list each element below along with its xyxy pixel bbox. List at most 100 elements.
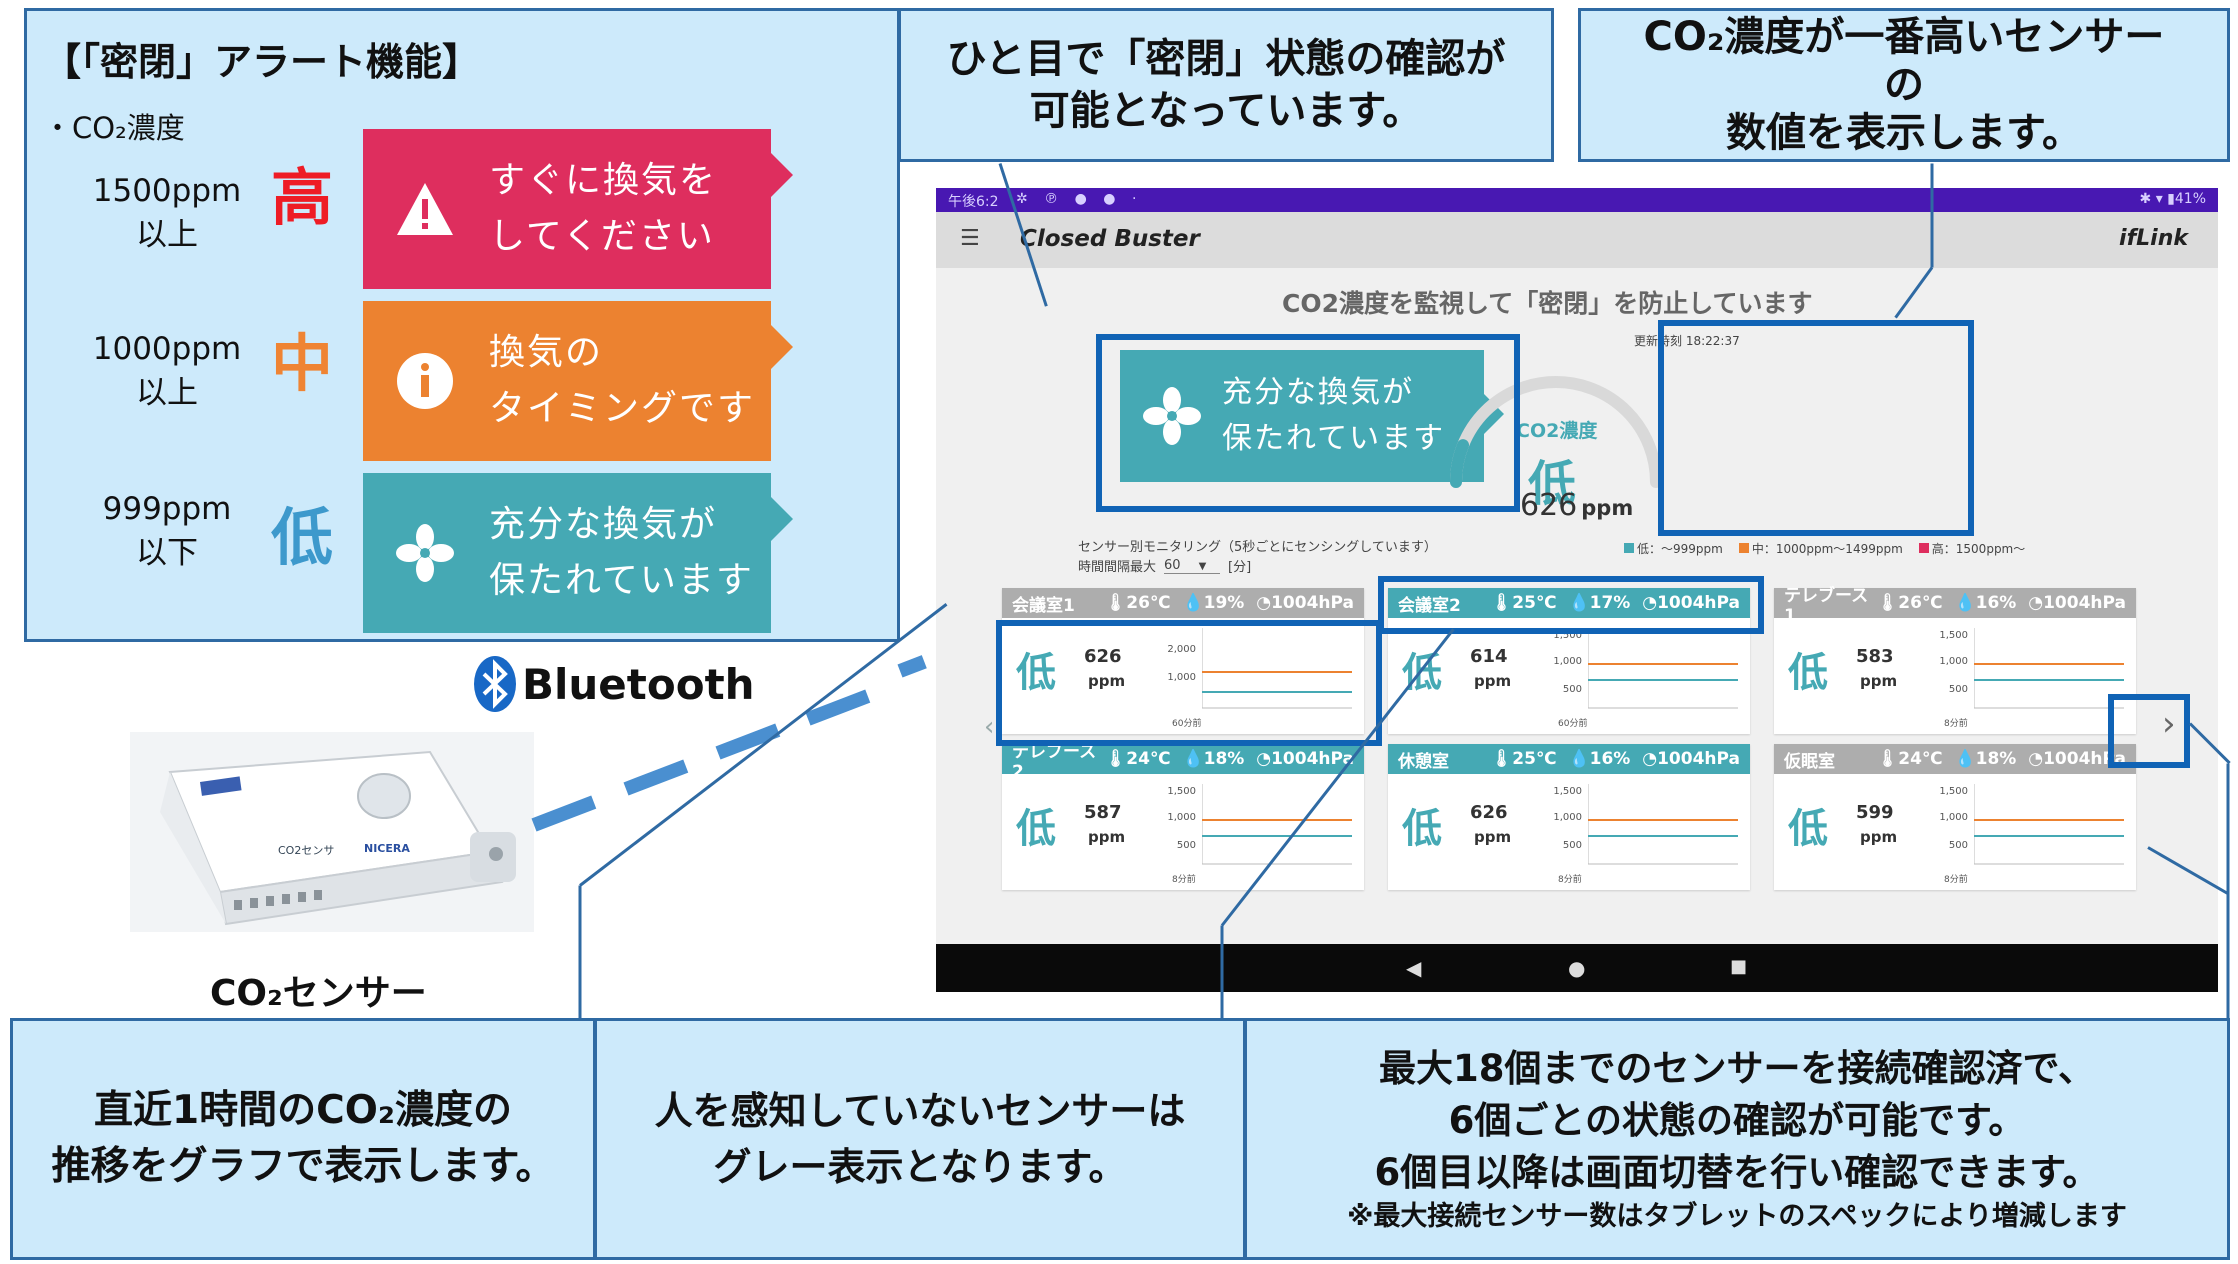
banner-line2: 保たれています	[1222, 421, 1446, 456]
callout-line: 6個目以降は画面切替を行い確認できます。	[1374, 1151, 2100, 1194]
legend-item-high: 高：1500ppm～	[1918, 540, 2026, 557]
droplet-icon: 💧	[1954, 593, 1976, 613]
pressure-gauge-icon: ◔	[2028, 593, 2044, 613]
sensor-name: 会議室2	[1398, 595, 1461, 616]
sensor-name: テレブース2	[1012, 741, 1097, 782]
legend-item-label: 中：1000ppm～1499ppm	[1751, 542, 1903, 556]
banner-line1: すぐに換気を	[489, 160, 718, 201]
connection-dash	[623, 759, 689, 796]
app-title: Closed Buster	[1020, 226, 1200, 252]
menu-icon[interactable]: ☰	[960, 226, 980, 251]
callout-line: ひと目で「密閉」状態の確認が	[946, 36, 1506, 82]
headline: CO2濃度を監視して「密閉」を防止しています	[1282, 289, 1813, 318]
chevron-down-icon: ▼	[1198, 560, 1207, 572]
alert-banner-mid: 換気のタイミングです	[363, 301, 793, 461]
alert-legend-panel: 【「密閉」アラート機能】 ・CO₂濃度 1500ppm 以上 高 すぐに換気をし…	[24, 8, 900, 642]
tick-label: 1,000	[1939, 812, 1968, 823]
sensor-value: 599	[1856, 802, 1894, 823]
banner-line1: 充分な換気が	[1222, 375, 1414, 410]
sensor-trend-graph	[1588, 628, 1738, 709]
callout-line: の	[1884, 62, 1924, 108]
sensor-card-header: 仮眠室 🌡24℃ 💧18% ◔1004hPa	[1774, 744, 2136, 774]
time-range-label: 60分前	[1172, 719, 1202, 729]
interval-unit: [分]	[1228, 560, 1252, 575]
legend-item-mid: 中：1000ppm～1499ppm	[1738, 540, 1903, 557]
bluetooth-badge: Bluetooth	[474, 656, 755, 712]
tick-label: 500	[1562, 684, 1582, 695]
tick-label: 2,000	[1167, 644, 1196, 655]
app-brand: ifLink	[2119, 226, 2188, 251]
nav-home-button[interactable]: ●	[1568, 956, 1586, 980]
sensor-card-header: 休憩室 🌡25℃ 💧16% ◔1004hPa	[1388, 744, 1750, 774]
sensor-name: 会議室1	[1012, 595, 1075, 616]
connection-dash	[897, 655, 927, 678]
sensor-card[interactable]: テレブース1 🌡26℃ 💧16% ◔1004hPa 低 583 ppm 1,50…	[1774, 586, 2136, 734]
level-legend: 低：～999ppm 中：1000ppm～1499ppm 高：1500ppm～	[1624, 540, 2025, 557]
highlight-active-header	[1378, 576, 1764, 634]
alert-banner-high: すぐに換気をしてください	[363, 129, 793, 289]
time-range-label: 8分前	[1944, 875, 1968, 885]
sensor-value: 626	[1470, 802, 1508, 823]
sensor-card[interactable]: 仮眠室 🌡24℃ 💧18% ◔1004hPa 低 599 ppm 1,500 1,…	[1774, 744, 2136, 890]
interval-label: 時間間隔最大	[1078, 560, 1157, 575]
sensor-card-header: 会議室1 🌡26℃ 💧19% ◔1004hPa	[1002, 588, 1364, 618]
sensor-level: 低	[1788, 806, 1828, 852]
sensor-card-header: 会議室2 🌡25℃ 💧17% ◔1004hPa	[1388, 588, 1750, 618]
connection-dash	[805, 689, 871, 726]
sensor-humidity: 19%	[1203, 593, 1245, 613]
time-range-label: 8分前	[1558, 875, 1582, 885]
callout-line: 直近1時間のCO₂濃度の	[94, 1088, 512, 1133]
current-status-banner: 充分な換気が保たれています	[1120, 350, 1504, 482]
level-high-label: 高	[270, 161, 333, 234]
threshold-high: 1500ppm 以上	[67, 169, 267, 257]
time-range-label: 8分前	[1172, 875, 1196, 885]
sensor-temp: 25℃	[1512, 749, 1557, 769]
legend-item-label: 高：1500ppm～	[1931, 542, 2026, 556]
info-icon	[397, 353, 453, 409]
tick-label: 1,000	[1167, 812, 1196, 823]
callout-line: 6個ごとの状態の確認が可能です。	[1448, 1099, 2026, 1142]
droplet-icon: 💧	[1182, 749, 1204, 769]
highlight-sensor-graph	[996, 620, 1382, 746]
tick-label: 1,500	[1553, 630, 1582, 641]
nav-recent-button[interactable]: ■	[1730, 956, 1748, 977]
tick-label: 500	[1948, 684, 1968, 695]
sensor-level: 低	[1402, 806, 1442, 852]
tick-label: 1,500	[1939, 786, 1968, 797]
sensor-trend-graph	[1588, 784, 1738, 865]
callout-line: CO₂濃度が一番高いセンサー	[1643, 14, 2165, 60]
fan-icon	[1143, 387, 1201, 445]
sensor-temp: 24℃	[1126, 749, 1171, 769]
droplet-icon: 💧	[1568, 749, 1590, 769]
sensor-pressure: 1004hPa	[2043, 749, 2126, 769]
sensor-humidity: 18%	[1975, 749, 2017, 769]
time-range-label: 60分前	[1558, 719, 1588, 729]
sensor-trend-graph	[1974, 784, 2124, 865]
pressure-gauge-icon: ◔	[1256, 749, 1272, 769]
prev-page-arrow[interactable]: ‹	[984, 712, 995, 742]
legend-item-low: 低：～999ppm	[1624, 540, 1723, 557]
sensor-humidity: 16%	[1589, 749, 1631, 769]
droplet-icon: 💧	[1568, 593, 1590, 613]
threshold-suffix: 以下	[136, 535, 198, 571]
sensor-unit: ppm	[1860, 828, 1898, 846]
sensor-card[interactable]: テレブース2 🌡24℃ 💧18% ◔1004hPa 低 587 ppm 1,50…	[1002, 742, 1364, 890]
sensor-readings: 🌡26℃ 💧16% ◔1004hPa	[1877, 593, 2126, 613]
sensor-name: 仮眠室	[1784, 751, 1835, 772]
next-page-arrow[interactable]: ›	[2162, 704, 2176, 744]
tick-label: 500	[1948, 840, 1968, 851]
callout-line: 数値を表示します。	[1726, 110, 2082, 156]
tick-label: 1,500	[1553, 786, 1582, 797]
alert-banner-low: 充分な換気が保たれています	[363, 473, 793, 633]
sensor-temp: 26℃	[1126, 593, 1171, 613]
callout-line: 人を感知していないセンサーは	[654, 1089, 1186, 1133]
sensor-label: CO2センサ	[278, 844, 335, 857]
interval-select[interactable]: 60▼	[1164, 558, 1221, 574]
nav-back-button[interactable]: ◀	[1406, 956, 1422, 980]
highlight-status-banner	[1096, 334, 1520, 512]
sensor-value: 587	[1084, 802, 1122, 823]
connector-line	[1220, 925, 1224, 1022]
